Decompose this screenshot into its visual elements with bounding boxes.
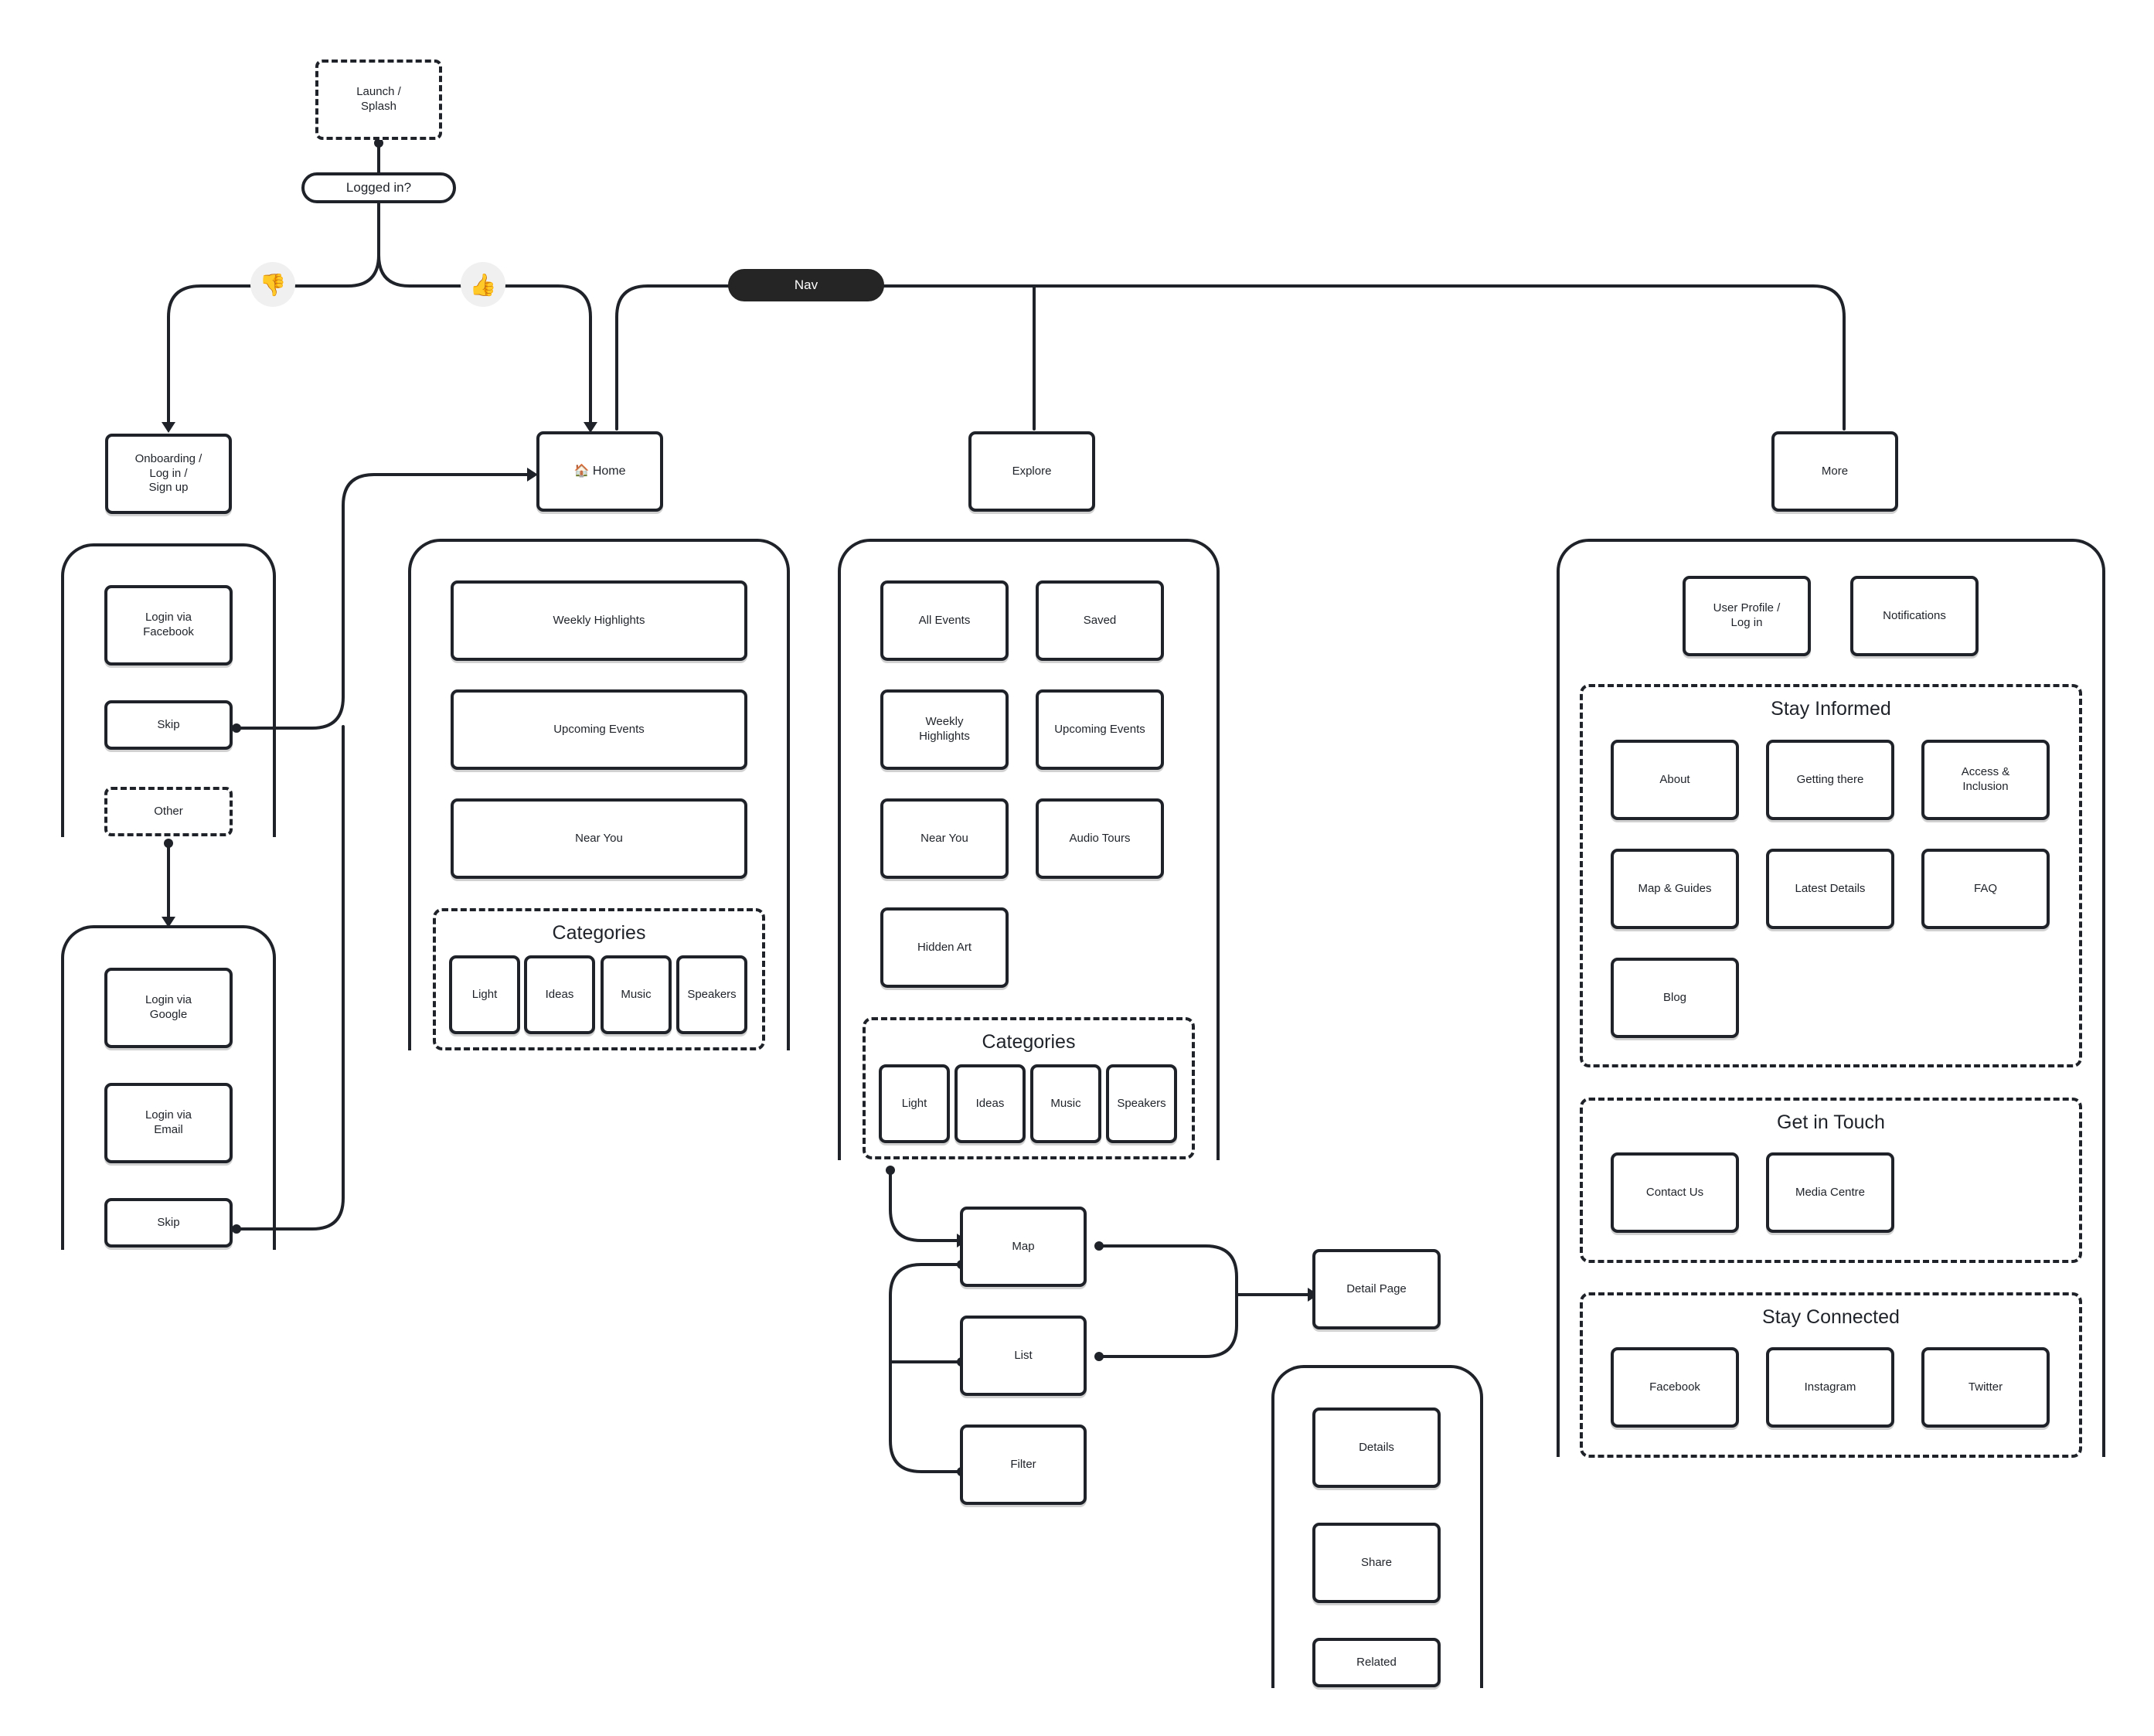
connector-map-detail <box>1097 1244 1238 1358</box>
stay-informed-group: Stay Informed <box>1580 684 2082 1067</box>
about-node[interactable]: About <box>1611 740 1739 820</box>
skip-node[interactable]: Skip <box>104 700 233 750</box>
thumbs-down-icon: 👎 <box>250 262 295 307</box>
connector-categories-map <box>889 1169 960 1242</box>
home-weekly-highlights[interactable]: Weekly Highlights <box>451 580 747 661</box>
home-category-ideas[interactable]: Ideas <box>524 955 595 1034</box>
details-node[interactable]: Details <box>1312 1408 1441 1488</box>
facebook-node[interactable]: Facebook <box>1611 1347 1739 1428</box>
explore-weekly-highlights[interactable]: Weekly Highlights <box>880 689 1009 770</box>
login-frame-1 <box>61 543 276 837</box>
explore-category-light[interactable]: Light <box>879 1064 950 1143</box>
launch-splash-node[interactable]: Launch / Splash <box>315 60 442 140</box>
faq-node[interactable]: FAQ <box>1921 849 2050 929</box>
getting-there-node[interactable]: Getting there <box>1766 740 1894 820</box>
map-node[interactable]: Map <box>960 1207 1087 1287</box>
explore-category-music[interactable]: Music <box>1030 1064 1101 1143</box>
contact-us-node[interactable]: Contact Us <box>1611 1152 1739 1233</box>
explore-category-ideas[interactable]: Ideas <box>954 1064 1026 1143</box>
onboarding-node[interactable]: Onboarding / Log in / Sign up <box>105 434 232 514</box>
detail-frame <box>1271 1365 1483 1688</box>
notifications-node[interactable]: Notifications <box>1850 576 1979 656</box>
media-centre-node[interactable]: Media Centre <box>1766 1152 1894 1233</box>
explore-near-you[interactable]: Near You <box>880 798 1009 879</box>
home-near-you[interactable]: Near You <box>451 798 747 879</box>
stay-connected-group: Stay Connected <box>1580 1292 2082 1458</box>
home-category-light[interactable]: Light <box>449 955 520 1034</box>
connector-decision-branch <box>167 201 380 425</box>
related-node[interactable]: Related <box>1312 1638 1441 1687</box>
stay-informed-title: Stay Informed <box>1771 698 1891 720</box>
share-node[interactable]: Share <box>1312 1523 1441 1603</box>
explore-all-events[interactable]: All Events <box>880 580 1009 661</box>
filter-node[interactable]: Filter <box>960 1425 1087 1505</box>
other-node[interactable]: Other <box>104 787 233 836</box>
login-google-node[interactable]: Login via Google <box>104 968 233 1048</box>
thumbs-up-icon: 👍 <box>461 262 505 307</box>
home-frame <box>408 539 790 1050</box>
list-node[interactable]: List <box>960 1316 1087 1396</box>
home-node[interactable]: 🏠 Home <box>536 431 663 512</box>
login-facebook-node[interactable]: Login via Facebook <box>104 585 233 665</box>
latest-details-node[interactable]: Latest Details <box>1766 849 1894 929</box>
home-category-speakers[interactable]: Speakers <box>676 955 747 1034</box>
access-inclusion-node[interactable]: Access & Inclusion <box>1921 740 2050 820</box>
skip-node-2[interactable]: Skip <box>104 1198 233 1248</box>
blog-node[interactable]: Blog <box>1611 958 1739 1038</box>
login-email-node[interactable]: Login via Email <box>104 1083 233 1163</box>
login-frame-2 <box>61 925 276 1250</box>
explore-audio-tours[interactable]: Audio Tours <box>1036 798 1164 879</box>
explore-categories-group: Categories <box>863 1017 1195 1159</box>
get-in-touch-title: Get in Touch <box>1777 1111 1885 1133</box>
explore-category-speakers[interactable]: Speakers <box>1106 1064 1177 1143</box>
home-category-music[interactable]: Music <box>601 955 672 1034</box>
connector-skip-home <box>235 473 530 730</box>
connector-nav <box>615 284 1846 431</box>
user-profile-node[interactable]: User Profile / Log in <box>1683 576 1811 656</box>
home-categories-group: Categories <box>433 908 765 1050</box>
explore-frame <box>838 539 1220 1160</box>
stay-connected-title: Stay Connected <box>1762 1306 1900 1328</box>
explore-categories-title: Categories <box>982 1031 1076 1053</box>
more-frame <box>1557 539 2105 1457</box>
explore-saved[interactable]: Saved <box>1036 580 1164 661</box>
home-upcoming-events[interactable]: Upcoming Events <box>451 689 747 770</box>
nav-label: Nav <box>728 269 884 301</box>
home-categories-title: Categories <box>552 922 646 944</box>
explore-node[interactable]: Explore <box>968 431 1095 512</box>
explore-upcoming-events[interactable]: Upcoming Events <box>1036 689 1164 770</box>
more-node[interactable]: More <box>1771 431 1898 512</box>
map-guides-node[interactable]: Map & Guides <box>1611 849 1739 929</box>
logged-in-decision[interactable]: Logged in? <box>301 172 456 203</box>
instagram-node[interactable]: Instagram <box>1766 1347 1894 1428</box>
twitter-node[interactable]: Twitter <box>1921 1347 2050 1428</box>
detail-page-node[interactable]: Detail Page <box>1312 1249 1441 1329</box>
explore-hidden-art[interactable]: Hidden Art <box>880 907 1009 988</box>
get-in-touch-group: Get in Touch <box>1580 1098 2082 1263</box>
